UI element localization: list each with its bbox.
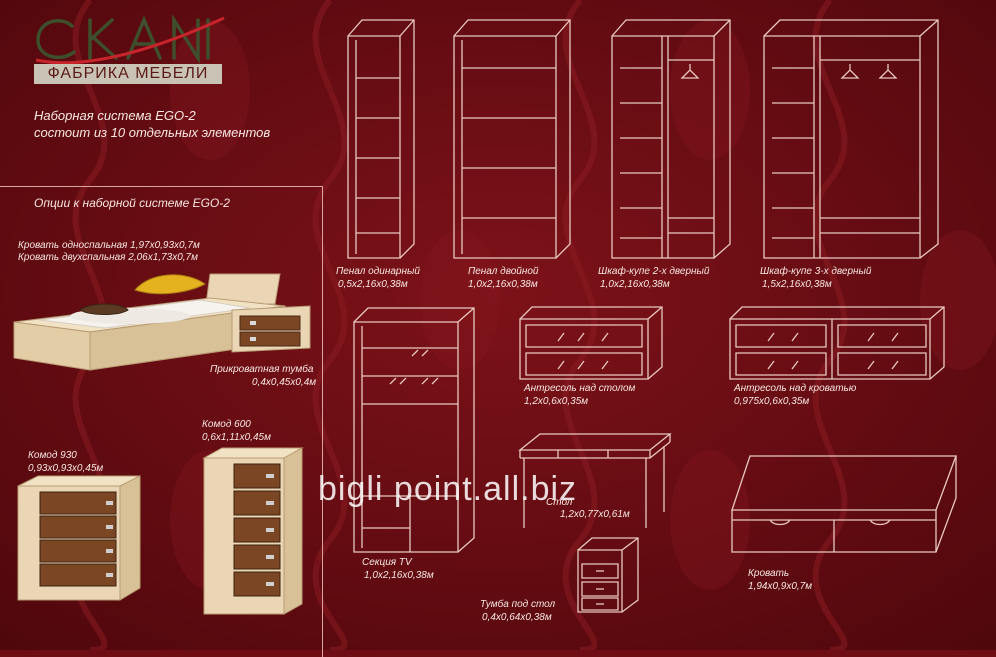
wardrobe-3door-drawing <box>762 18 942 260</box>
penal-double-size: 1,0х2,16х0,38м <box>468 279 538 290</box>
tv-section-drawing <box>352 306 478 556</box>
mezzanine-desk-drawing <box>518 305 664 381</box>
penal-double-drawing <box>452 18 572 260</box>
dresser-930-image <box>18 474 143 604</box>
wardrobe-2door-size: 1,0х2,16х0,38м <box>600 279 670 290</box>
desk-name: Стол <box>546 497 573 508</box>
wardrobe-3door-size: 1,5х2,16х0,38м <box>762 279 832 290</box>
intro-line-2: состоит из 10 отдельных элементов <box>34 125 271 140</box>
intro-text: Наборная система EGO-2 состоит из 10 отд… <box>34 107 270 141</box>
wardrobe-3door-name: Шкаф-купе 3-х дверный <box>760 266 872 277</box>
mezzanine-bed-name: Антресоль над кроватью <box>734 383 857 394</box>
bed-single-label: Кровать односпальная 1,97х0,93х0,7м <box>18 240 200 251</box>
mezzanine-bed-size: 0,975х0,6х0,35м <box>734 396 810 407</box>
company-logo: ФАБРИКА МЕБЕЛИ <box>28 10 228 88</box>
tv-section-size: 1,0х2,16х0,38м <box>364 570 434 581</box>
desk-pedestal-name: Тумба под стол <box>480 599 556 610</box>
options-title: Опции к наборной системе EGO-2 <box>34 196 230 210</box>
penal-single-drawing <box>346 18 416 260</box>
nightstand-size: 0,4х0,45х0,4м <box>252 377 317 388</box>
bed-name: Кровать <box>748 568 790 579</box>
mezzanine-bed-drawing <box>728 305 946 381</box>
bed-size: 1,94х0,9х0,7м <box>748 581 813 592</box>
options-panel <box>0 186 323 657</box>
option-bed-image <box>10 262 315 377</box>
penal-double-name: Пенал двойной <box>468 266 539 277</box>
dresser600-name: Комод 600 <box>202 419 251 430</box>
wardrobe-2door-name: Шкаф-купе 2-х дверный <box>598 266 710 277</box>
logo-subtitle: ФАБРИКА МЕБЕЛИ <box>34 64 222 84</box>
watermark: bigli point.all.biz <box>318 470 578 508</box>
tv-section-name: Секция TV <box>362 557 412 568</box>
desk-size: 1,2х0,77х0,61м <box>560 509 630 520</box>
desk-pedestal-drawing <box>576 536 642 614</box>
mezzanine-desk-name: Антресоль над столом <box>524 383 636 394</box>
intro-line-1: Наборная система EGO-2 <box>34 108 196 123</box>
desk-drawing <box>518 432 672 532</box>
wardrobe-2door-drawing <box>610 18 732 260</box>
mezzanine-desk-size: 1,2х0,6х0,35м <box>524 396 589 407</box>
penal-single-name: Пенал одинарный <box>336 266 420 277</box>
bed-double-label: Кровать двухспальная 2,06х1,73х0,7м <box>18 252 198 263</box>
desk-pedestal-size: 0,4х0,64х0,38м <box>482 612 552 623</box>
dresser930-name: Комод 930 <box>28 450 77 461</box>
dresser600-size: 0,6х1,11х0,45м <box>202 432 271 443</box>
dresser930-size: 0,93х0,93х0,45м <box>28 463 104 474</box>
dresser-600-image <box>204 446 304 616</box>
logo-mark <box>35 13 225 65</box>
nightstand-name: Прикроватная тумба <box>210 364 314 375</box>
penal-single-size: 0,5х2,16х0,38м <box>338 279 408 290</box>
bed-drawing <box>730 452 970 560</box>
